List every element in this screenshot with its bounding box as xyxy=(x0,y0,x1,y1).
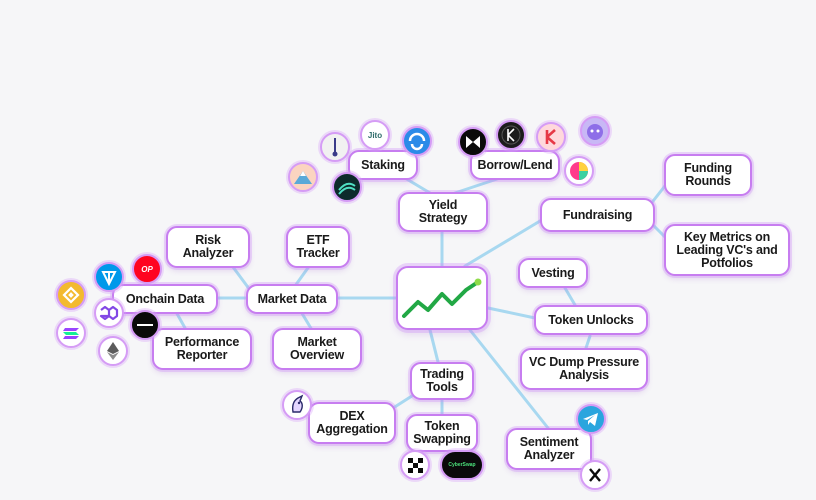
node-etf-tracker[interactable]: ETF Tracker xyxy=(286,226,350,268)
node-vc-dump[interactable]: VC Dump Pressure Analysis xyxy=(520,348,648,390)
blue-swirl-icon xyxy=(402,126,432,156)
node-market-overview[interactable]: Market Overview xyxy=(272,328,362,370)
x-icon xyxy=(580,460,610,490)
gauge-needle-icon xyxy=(320,132,350,162)
node-borrow-lend[interactable]: Borrow/Lend xyxy=(470,150,560,180)
link-yield-borrow xyxy=(453,176,502,195)
teal-wave-icon xyxy=(332,172,362,202)
purple-face-icon xyxy=(580,116,610,146)
k-red-icon xyxy=(536,122,566,152)
node-trading-tools[interactable]: Trading Tools xyxy=(410,362,474,400)
jito-icon: Jito xyxy=(360,120,390,150)
butterfly-icon xyxy=(458,127,488,157)
node-sentiment-analyzer[interactable]: Sentiment Analyzer xyxy=(506,428,592,470)
node-fundraising[interactable]: Fundraising xyxy=(540,198,655,232)
op-label: OP xyxy=(141,264,153,274)
node-vesting[interactable]: Vesting xyxy=(518,258,588,288)
node-onchain-data[interactable]: Onchain Data xyxy=(112,284,218,314)
node-dex-aggregation[interactable]: DEX Aggregation xyxy=(308,402,396,444)
link-unlocks-vcdump xyxy=(584,334,592,350)
link-market-etf xyxy=(293,263,312,288)
solana-icon xyxy=(56,318,86,348)
cyberswap-label: CyberSwap xyxy=(448,462,476,468)
node-token-unlocks[interactable]: Token Unlocks xyxy=(534,305,648,335)
rainbow-circle-icon xyxy=(564,156,594,186)
link-hub-sentiment xyxy=(468,328,550,430)
link-hub-fundraising xyxy=(463,216,547,268)
node-risk-analyzer[interactable]: Risk Analyzer xyxy=(166,226,250,268)
mountain-icon xyxy=(288,162,318,192)
bnb-icon xyxy=(56,280,86,310)
trend-chart-icon xyxy=(402,278,482,318)
node-yield-strategy[interactable]: Yield Strategy xyxy=(398,192,488,232)
node-funding-rounds[interactable]: Funding Rounds xyxy=(664,154,752,196)
ton-icon xyxy=(94,262,124,292)
link-hub-unlocks xyxy=(486,306,537,320)
ethereum-icon xyxy=(98,336,128,366)
node-staking[interactable]: Staking xyxy=(348,150,418,180)
unicorn-icon xyxy=(282,390,312,420)
node-key-metrics[interactable]: Key Metrics on Leading VC's and Potfolio… xyxy=(664,224,790,276)
op-icon: OP xyxy=(132,254,162,284)
node-performance-reporter[interactable]: Performance Reporter xyxy=(152,328,252,370)
cyberswap-icon: CyberSwap xyxy=(440,450,484,480)
telegram-icon xyxy=(576,404,606,434)
node-token-swapping[interactable]: Token Swapping xyxy=(406,414,478,452)
jito-label: Jito xyxy=(367,130,383,140)
k-dark-icon xyxy=(496,120,526,150)
link-unlocks-vesting xyxy=(563,286,577,307)
central-chart-hub[interactable] xyxy=(396,266,488,330)
minus-circle-icon xyxy=(130,310,160,340)
node-market-data[interactable]: Market Data xyxy=(246,284,338,314)
polygon-icon xyxy=(94,298,124,328)
checker-icon xyxy=(400,450,430,480)
link-hub-trading xyxy=(428,328,440,364)
